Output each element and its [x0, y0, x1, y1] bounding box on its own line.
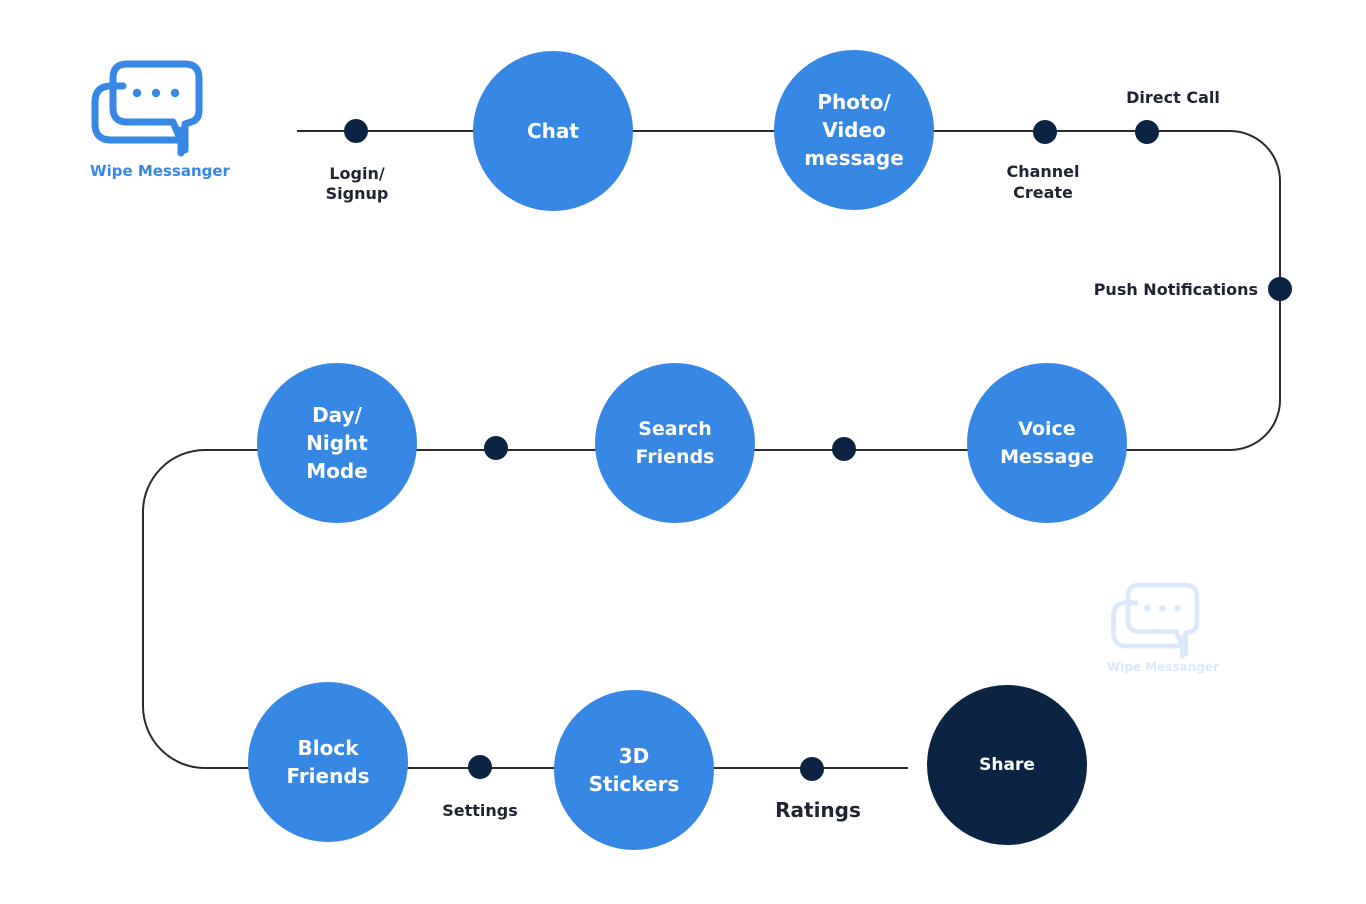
- node-circle-search-friends: [595, 363, 755, 523]
- node-label-line: Chat: [527, 119, 579, 143]
- node-circle-photo-video-message: [774, 50, 934, 210]
- node-label-line: Photo/: [817, 90, 891, 114]
- chat-bubble-front: [1125, 582, 1200, 657]
- node-label-line: Day/: [312, 403, 363, 427]
- step-label-settings: Settings: [442, 801, 518, 820]
- chat-bubble-front: [109, 60, 203, 154]
- node-circle-share: [927, 685, 1087, 845]
- brand-name: Wipe Messanger: [90, 162, 230, 180]
- node-label-photo-video-message: Photo/Video message: [804, 90, 904, 170]
- node-label-line: Friends: [636, 446, 715, 468]
- step-dot-ratings: [800, 757, 824, 781]
- node-label-chat: Chat: [527, 119, 579, 143]
- node-label-line: Voice: [1018, 418, 1075, 440]
- node-label-line: Share: [979, 755, 1035, 775]
- node-label-line: Mode: [306, 459, 368, 483]
- step-label-line: Channel: [1006, 162, 1079, 181]
- step-dot-direct-call: [1135, 120, 1159, 144]
- node-label-line: Stickers: [589, 772, 680, 796]
- step-label-line: Push Notifications: [1094, 280, 1258, 299]
- step-label-direct-call: Direct Call: [1126, 88, 1220, 107]
- chat-dot-2: [1159, 605, 1166, 612]
- step-label-line: Ratings: [775, 798, 861, 822]
- node-label-3d-stickers: 3D Stickers: [589, 744, 680, 796]
- chat-dot-2: [151, 88, 161, 98]
- node-circle-block-friends: [248, 682, 408, 842]
- watermark-name: Wipe Messanger: [1107, 660, 1219, 674]
- node-label-line: message: [804, 146, 904, 170]
- node-label-share: Share: [979, 755, 1035, 775]
- step-dot-channel-create: [1033, 120, 1057, 144]
- step-label-line: Direct Call: [1126, 88, 1220, 107]
- step-label-line: Settings: [442, 801, 518, 820]
- node-circle-3d-stickers: [554, 690, 714, 850]
- node-label-line: Search: [638, 418, 712, 440]
- node-label-line: Night: [306, 431, 368, 455]
- step-label-line: Create: [1013, 183, 1073, 202]
- step-label-ratings: Ratings: [775, 798, 861, 822]
- node-circle-chat: [473, 51, 633, 211]
- step-dot-between-search-day: [484, 436, 508, 460]
- chat-dot-1: [132, 88, 142, 98]
- connector-line: [142, 130, 1281, 769]
- node-label-line: Block: [298, 736, 360, 760]
- brand-logo-icon: [91, 60, 203, 157]
- watermark-logo-icon: [1111, 582, 1200, 659]
- node-label-line: Message: [1000, 446, 1094, 468]
- step-dot-push-notifications: [1268, 277, 1292, 301]
- step-dot-between-voice-search: [832, 437, 856, 461]
- node-circle-voice-message: [967, 363, 1127, 523]
- chat-dot-3: [170, 88, 180, 98]
- node-label-line: 3D: [619, 744, 650, 768]
- chat-dot-3: [1174, 605, 1181, 612]
- node-label-line: Friends: [286, 764, 369, 788]
- step-dot-settings: [468, 755, 492, 779]
- step-label-login-signup: Login/Signup: [326, 164, 389, 203]
- step-label-push-notifications: Push Notifications: [1094, 280, 1258, 299]
- chat-bubble-back: [91, 82, 185, 157]
- node-circle-day-night-mode: [257, 363, 417, 523]
- chat-bubble-back: [1111, 600, 1185, 659]
- step-label-line: Login/: [329, 164, 385, 183]
- step-dot-login-signup: [344, 119, 368, 143]
- step-label-line: Signup: [326, 184, 389, 203]
- chat-dot-1: [1143, 605, 1151, 612]
- node-label-line: Video: [822, 118, 886, 142]
